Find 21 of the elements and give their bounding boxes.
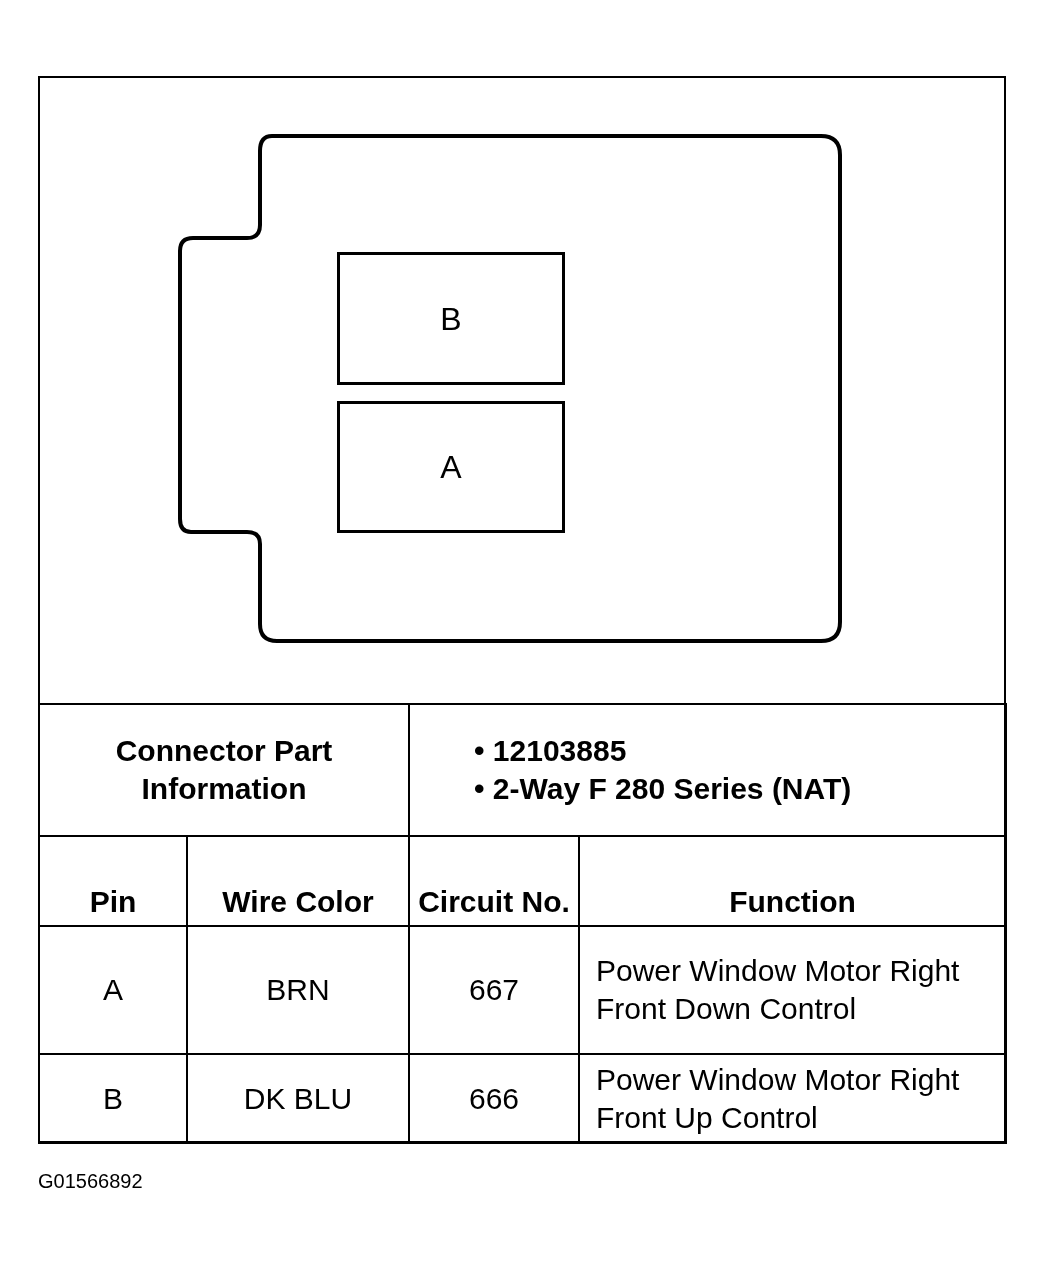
connector-housing — [177, 133, 843, 644]
table-text: B — [103, 1080, 123, 1117]
table-text: Power Window Motor Right Front Up Control — [596, 1061, 961, 1136]
pin-letter: B — [440, 302, 462, 335]
table-text: DK BLU — [243, 1080, 353, 1117]
table-header: Function — [729, 884, 856, 920]
table-text: Power Window Motor Right Front Down Control — [596, 953, 961, 1027]
terminal-cavity — [337, 252, 565, 385]
table-header: Pin — [89, 884, 137, 920]
table-header: • 2-Way F 280 Series (NAT) — [474, 771, 852, 807]
table-header: • 12103885 — [474, 733, 628, 769]
table-header: Wire Color — [222, 884, 374, 920]
pin-letter: A — [440, 451, 462, 483]
table-text: 666 — [468, 1080, 520, 1117]
table-header: Circuit No. — [418, 884, 570, 920]
table-text: BRN — [266, 972, 330, 1008]
table-text: A — [103, 972, 123, 1008]
figure-id: G01566892 — [38, 1169, 143, 1194]
table-header: Connector Part Information — [114, 733, 334, 807]
table-text: 667 — [468, 972, 520, 1008]
terminal-cavity — [337, 401, 565, 533]
